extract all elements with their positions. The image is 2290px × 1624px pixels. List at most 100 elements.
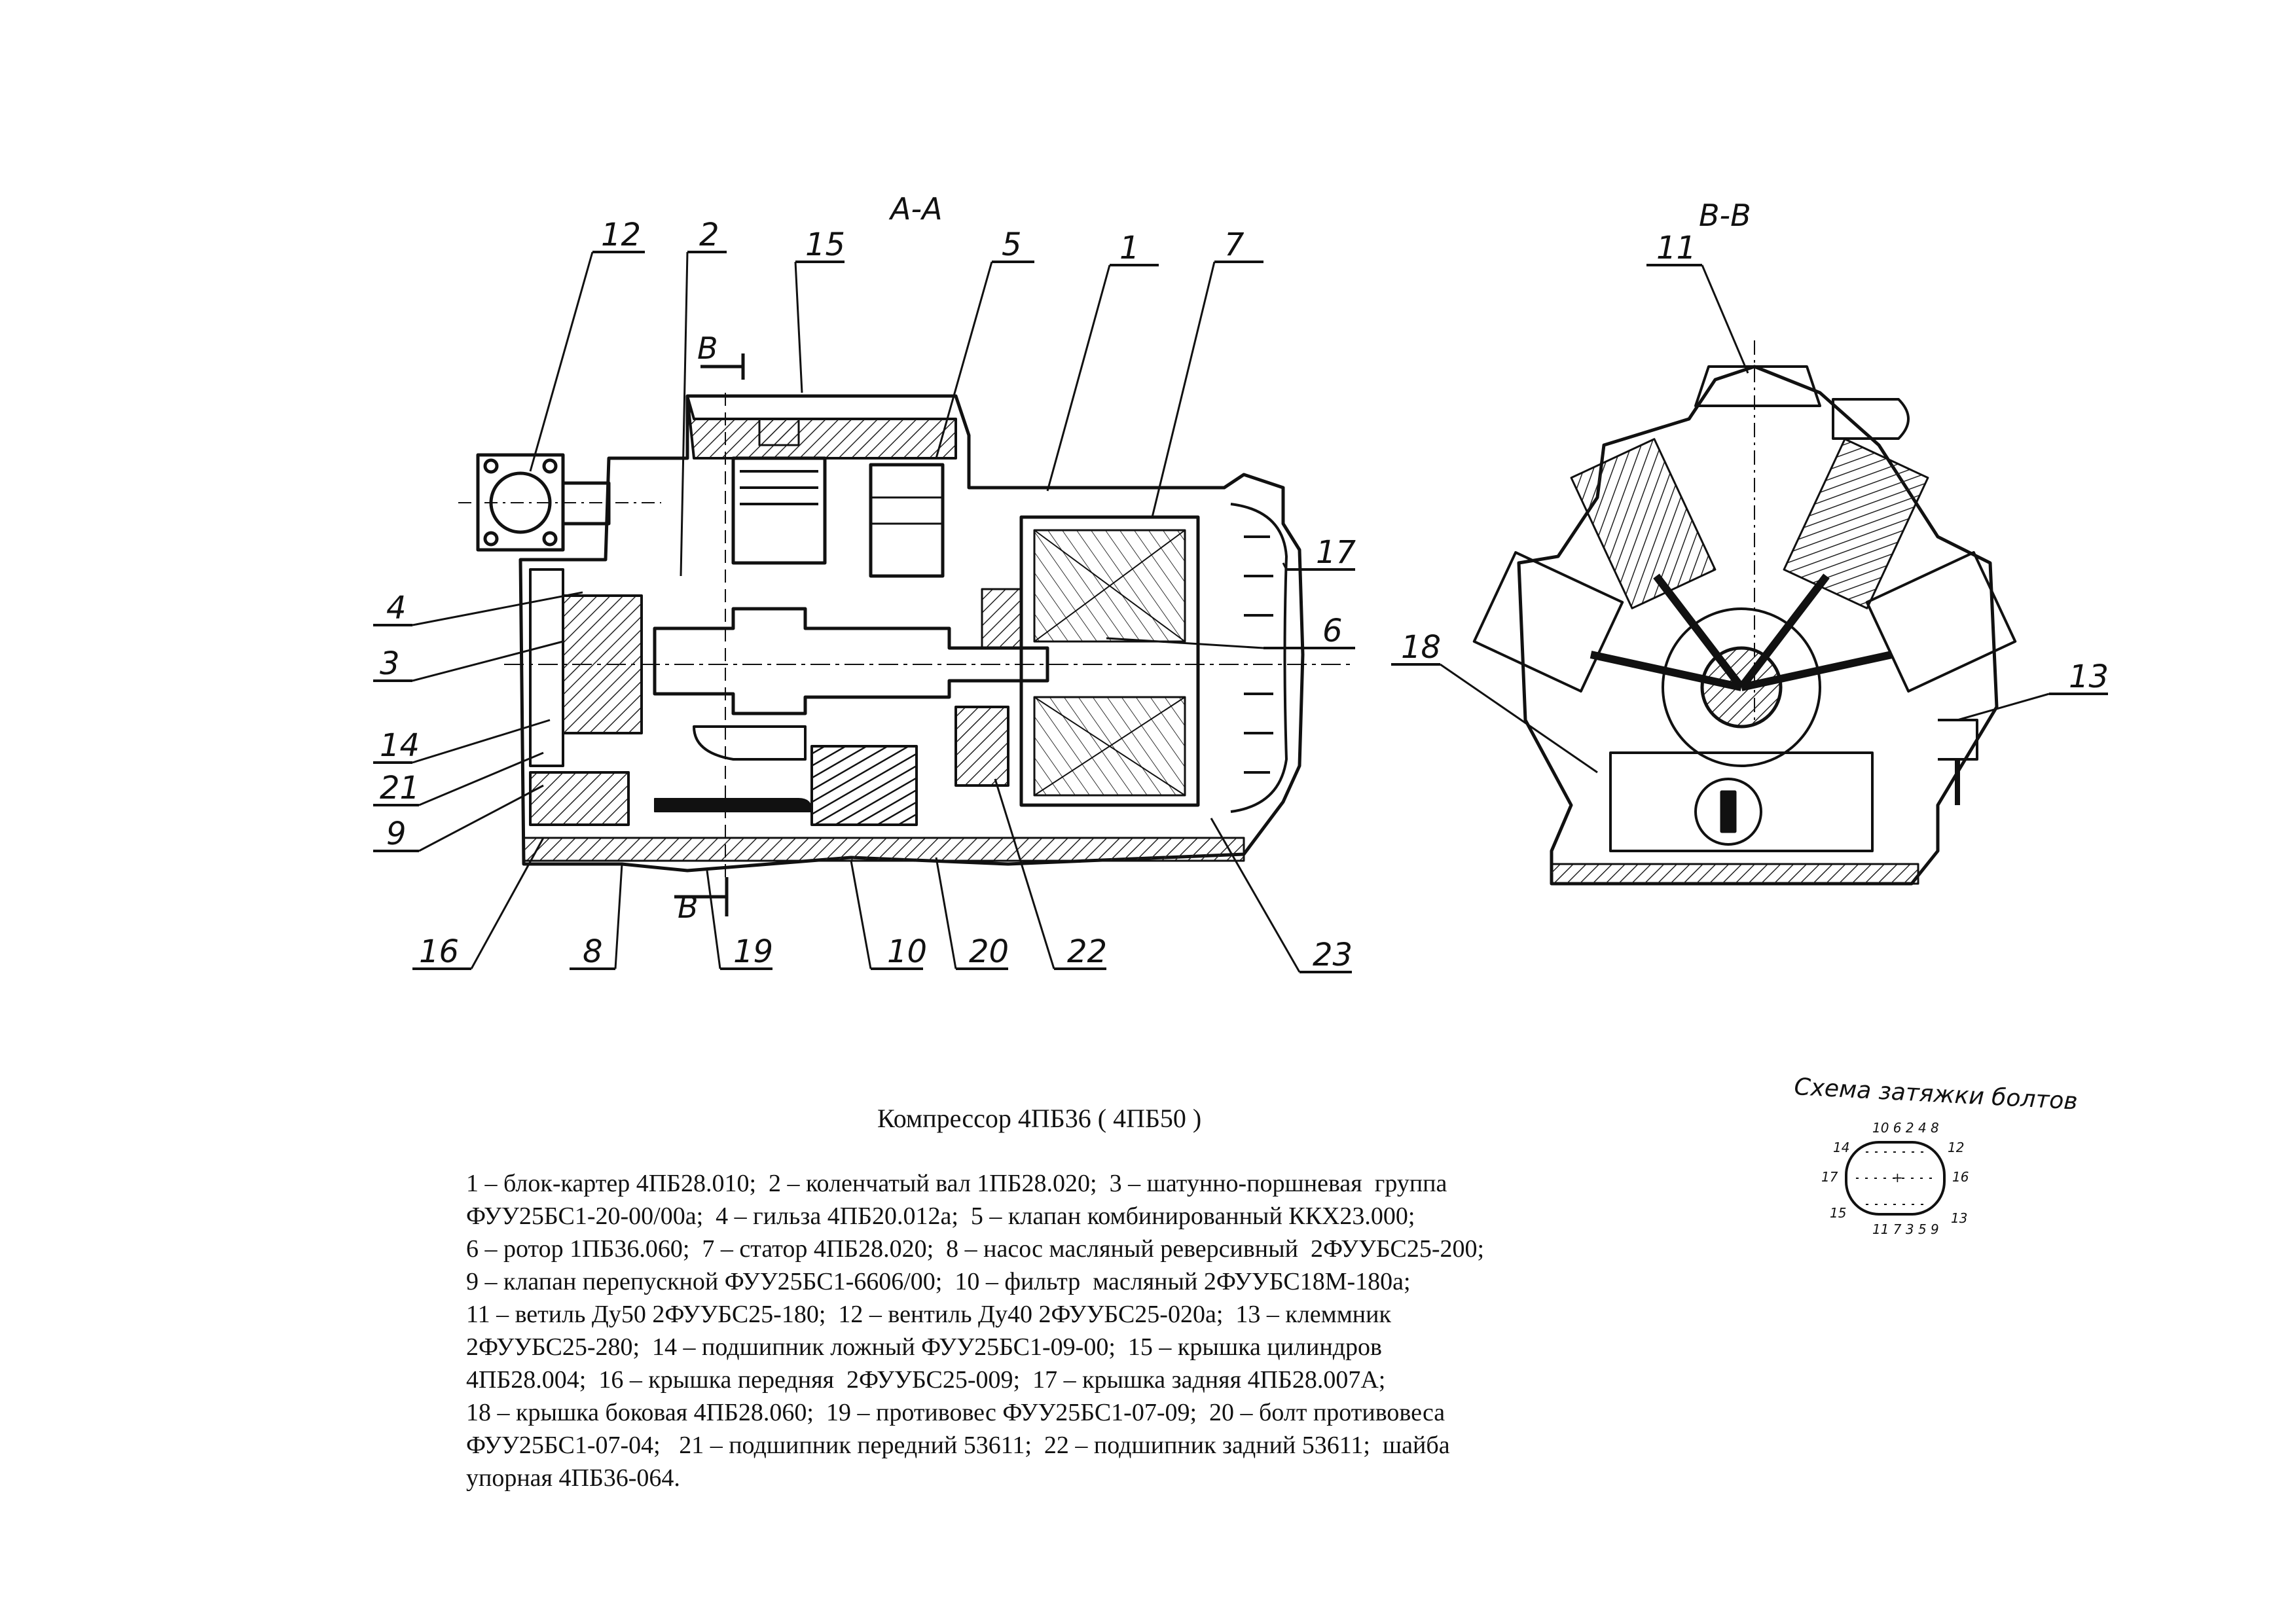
callout-number: 20 — [969, 933, 1009, 970]
callout-leader-line — [470, 837, 545, 969]
crankshaft-shape — [653, 607, 1049, 715]
callout-5: 5 — [935, 226, 1034, 459]
valve-12-shape — [458, 453, 661, 552]
callout-number: 11 — [1656, 230, 1696, 266]
callout-leader-line — [614, 863, 623, 969]
cut-line-b-bottom — [674, 877, 729, 916]
piston-shape — [731, 456, 827, 565]
svg-text:10 6 2 4 8: 10 6 2 4 8 — [1872, 1120, 1939, 1136]
callout-leader-line — [529, 251, 594, 472]
callout-6: 6 — [1106, 613, 1355, 649]
svg-text:11 7 3 5 9: 11 7 3 5 9 — [1872, 1221, 1939, 1237]
callout-number: 4 — [386, 590, 407, 626]
legend-line: 11 – ветиль Ду50 2ФУУБС25-180; 12 – вент… — [466, 1301, 1391, 1328]
parts-legend: 1 – блок-картер 4ПБ28.010; 2 – коленчаты… — [466, 1167, 1743, 1494]
callout-3: 3 — [373, 640, 564, 682]
callout-21: 21 — [373, 751, 544, 806]
cylinder-cover-shape — [686, 395, 957, 460]
callout-20: 20 — [935, 857, 1009, 970]
svg-text:12: 12 — [1948, 1140, 1964, 1155]
legend-line: ФУУ25БС1-20-00/00а; 4 – гильза 4ПБ20.012… — [466, 1202, 1415, 1230]
crankcase-outline — [518, 394, 1305, 873]
legend-line: 1 – блок-картер 4ПБ28.010; 2 – коленчаты… — [466, 1170, 1447, 1197]
callout-leader-line — [1151, 261, 1216, 518]
callout-leader-line — [1046, 264, 1111, 492]
section-a-a-drawing — [458, 353, 1355, 916]
callout-14: 14 — [373, 719, 551, 764]
rear-bearing-shape — [954, 706, 1009, 787]
oil-filter-shape — [810, 745, 918, 826]
callout-leader-line — [1210, 818, 1301, 973]
counterweight-shape — [693, 725, 807, 761]
callout-number: 19 — [733, 933, 773, 970]
callout-leader-line — [412, 719, 551, 764]
bb-housing-outline — [1517, 365, 1999, 886]
legend-line: упорная 4ПБ36-064. — [466, 1464, 680, 1492]
callout-leader-line — [1282, 562, 1288, 570]
callout-number: 18 — [1401, 629, 1441, 666]
callout-leader-line — [412, 591, 583, 626]
callout-leader-line — [1957, 693, 2050, 721]
callout-number: 17 — [1316, 534, 1356, 571]
callout-19: 19 — [706, 870, 773, 970]
valve-11-shape — [1694, 365, 1821, 407]
cut-mark-bottom-label: В — [678, 890, 699, 925]
callout-number: 6 — [1322, 613, 1343, 649]
callout-leader-line — [935, 261, 993, 459]
bolt-scheme-outline — [1845, 1141, 1946, 1216]
legend-line: ФУУ25БС1-07-04; 21 – подшипник передний … — [466, 1432, 1450, 1459]
callout-leader-line — [794, 261, 803, 393]
bb-cylinders — [1472, 438, 2017, 693]
callout-leader-line — [1701, 264, 1749, 374]
callout-12: 12 — [529, 217, 645, 472]
callout-2: 2 — [680, 217, 727, 577]
callout-number: 16 — [419, 933, 459, 970]
callout-number: 12 — [601, 217, 641, 253]
rear-cover-shape — [1230, 503, 1288, 813]
callout-23: 23 — [1210, 818, 1353, 973]
svg-text:14: 14 — [1833, 1140, 1849, 1155]
cut-line-b-top — [700, 353, 745, 380]
legend-line: 18 – крышка боковая 4ПБ28.060; 19 – прот… — [466, 1399, 1445, 1426]
callout-number: 15 — [805, 226, 845, 263]
callout-16: 16 — [412, 837, 545, 970]
section-b-b-label: В-В — [1699, 198, 1751, 233]
svg-text:13: 13 — [1951, 1210, 1967, 1226]
callout-leader-line — [1440, 663, 1598, 774]
section-b-b-drawing — [1472, 340, 2017, 886]
oil-pump-shape — [529, 771, 630, 826]
svg-text:16: 16 — [1952, 1169, 1969, 1185]
section-a-a-label: А-А — [888, 191, 943, 226]
callout-number: 13 — [2069, 659, 2109, 695]
callout-number: 1 — [1119, 230, 1140, 266]
callout-leader-line — [850, 860, 872, 969]
callout-17: 17 — [1282, 534, 1356, 571]
stator-shape — [1019, 515, 1200, 807]
callouts-section-b-b: 11 18 13 — [1391, 230, 2109, 774]
cut-mark-top-label: В — [697, 331, 718, 366]
callout-leader-line — [418, 784, 544, 852]
callout-number: 9 — [386, 816, 407, 852]
callout-11: 11 — [1646, 230, 1749, 374]
callout-leader-line — [680, 251, 689, 577]
callout-1: 1 — [1046, 230, 1159, 492]
callout-number: 14 — [380, 727, 420, 764]
callout-number: 10 — [887, 933, 927, 970]
legend-line: 2ФУУБС25-280; 14 – подшипник ложный ФУУ2… — [466, 1333, 1382, 1361]
legend-line: 6 – ротор 1ПБ36.060; 7 – статор 4ПБ28.02… — [466, 1235, 1485, 1263]
callout-leader-line — [418, 751, 544, 806]
legend-line: 4ПБ28.004; 16 – крышка передняя 2ФУУБС25… — [466, 1366, 1386, 1394]
legend-line: 9 – клапан перепускной ФУУ25БС1-6606/00;… — [466, 1268, 1411, 1295]
callout-number: 23 — [1313, 937, 1353, 973]
callout-4: 4 — [373, 590, 583, 626]
bb-base — [1552, 863, 1919, 885]
callout-leader-line — [994, 778, 1055, 969]
callout-leader-line — [935, 857, 957, 969]
callout-15: 15 — [794, 226, 845, 393]
callout-number: 5 — [1002, 226, 1022, 263]
callout-number: 7 — [1224, 226, 1245, 263]
bolt-tightening-scheme: Схема затяжки болтов 10 6 2 4 8 11 7 3 5… — [1794, 1074, 2079, 1237]
callout-10: 10 — [850, 860, 927, 970]
